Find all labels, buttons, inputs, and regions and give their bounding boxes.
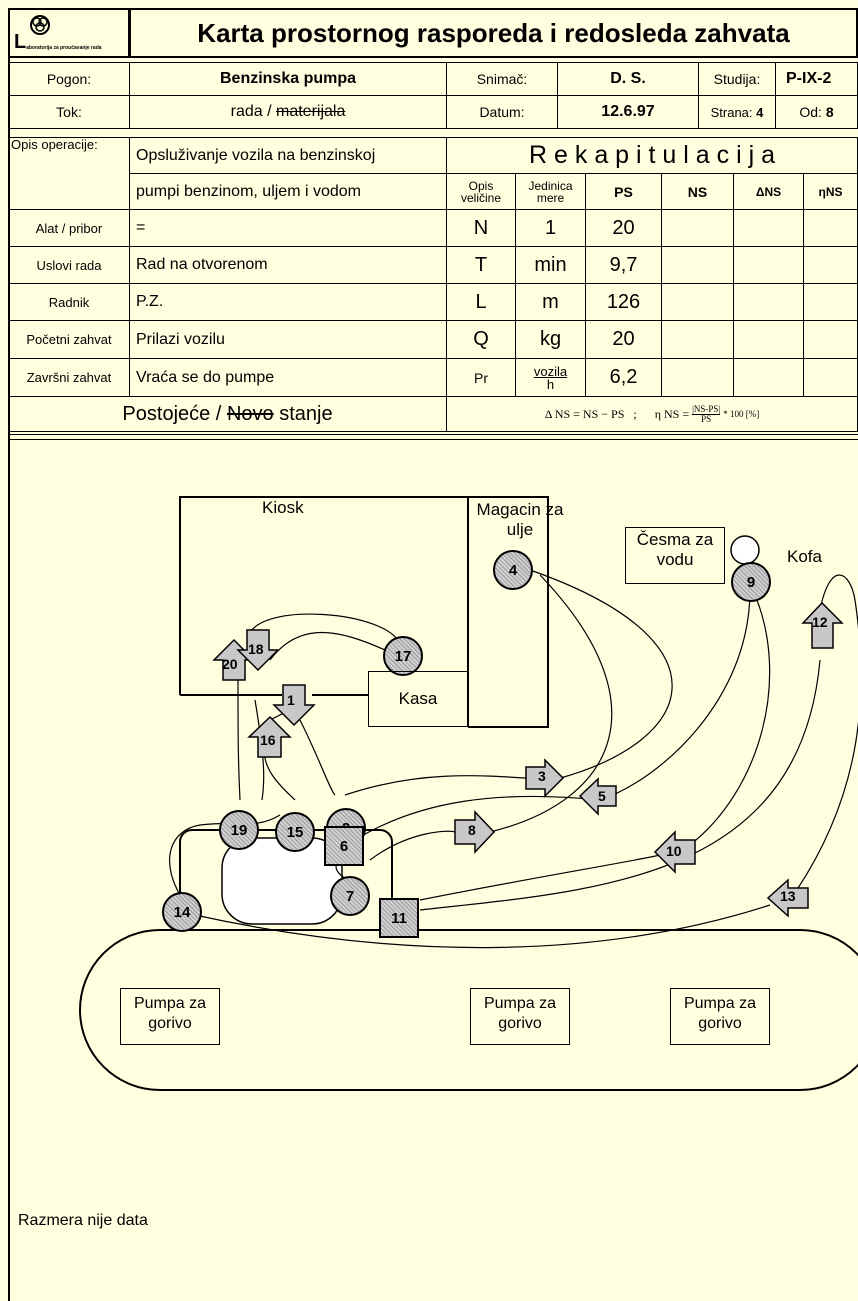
label-magacin: Magacin za ulje (476, 500, 564, 539)
node-14: 14 (162, 892, 202, 932)
page-title-text: Karta prostornog rasporeda i redosleda z… (197, 17, 790, 48)
od-value: 8 (825, 104, 834, 120)
arrow-12 (801, 601, 844, 649)
tok-materijala: materijala (276, 103, 346, 120)
tok-rada: rada / (230, 103, 276, 120)
node-7: 7 (330, 876, 370, 916)
frame-left-border (8, 8, 10, 1301)
state-line: Postojeće / Novo stanje (8, 396, 447, 432)
od-label: Od: (799, 104, 822, 120)
recap-unit-pr-top: vozila (533, 363, 568, 379)
label-kasa: Kasa (368, 671, 468, 727)
formula-tail: * 100 [%] (723, 409, 760, 419)
formula-frac-bottom: PS (701, 413, 712, 424)
label-cesma: Česma za vodu (625, 527, 725, 584)
node-19: 19 (219, 810, 259, 850)
label-kiosk: Kiosk (262, 498, 304, 517)
strana-value: 4 (756, 104, 764, 120)
state-postojece: Postojeće / (122, 402, 227, 425)
formula-fraction: |NS-PS| PS (692, 403, 721, 424)
strana-label: Strana: (710, 104, 753, 120)
logo-icon (30, 15, 50, 35)
od-cell: Od: 8 (775, 95, 858, 129)
node-11: 11 (379, 898, 419, 938)
arrow-16 (247, 715, 292, 758)
kofa-icon (730, 535, 760, 565)
pump-1: Pumpa za gorivo (120, 988, 220, 1045)
node-6: 6 (324, 826, 364, 866)
label-kofa: Kofa (787, 547, 822, 566)
arrow-10 (653, 830, 696, 874)
logo-letter: L (14, 31, 27, 53)
magacin-wall (468, 496, 549, 728)
arrow-18 (236, 629, 280, 672)
formula-frac-top: |NS-PS| (692, 403, 721, 415)
logo-caption: aboratorija za proučavanje rada (26, 45, 102, 51)
tok-value: rada / materijala (129, 95, 447, 129)
recap-unit-pr-bottom: h (546, 376, 555, 392)
state-novo: Novo (226, 402, 274, 425)
pump-2: Pumpa za gorivo (470, 988, 570, 1045)
arrow-13 (766, 878, 809, 918)
state-stanje: stanje (273, 402, 333, 425)
arrow-1 (272, 684, 316, 727)
recap-header-jedinica: Jedinica mere (515, 173, 586, 210)
formula-delta: Δ NS = NS − PS ; (544, 406, 637, 421)
arrow-5 (578, 777, 617, 816)
formula-eta: η NS = (654, 406, 690, 421)
recap-formula: Δ NS = NS − PS ; η NS = |NS-PS| PS * 100… (446, 396, 858, 432)
scale-note: Razmera nije data (18, 1212, 148, 1229)
node-17: 17 (383, 636, 423, 676)
arrow-8 (454, 810, 496, 854)
arrow-3 (525, 758, 565, 798)
node-4: 4 (493, 550, 533, 590)
pump-3: Pumpa za gorivo (670, 988, 770, 1045)
page-title: Karta prostornog rasporeda i redosleda z… (129, 8, 858, 58)
arrow-shapes (212, 601, 844, 918)
node-9: 9 (731, 562, 771, 602)
pump-island (79, 929, 858, 1091)
node-15: 15 (275, 812, 315, 852)
section-divider (8, 434, 858, 440)
